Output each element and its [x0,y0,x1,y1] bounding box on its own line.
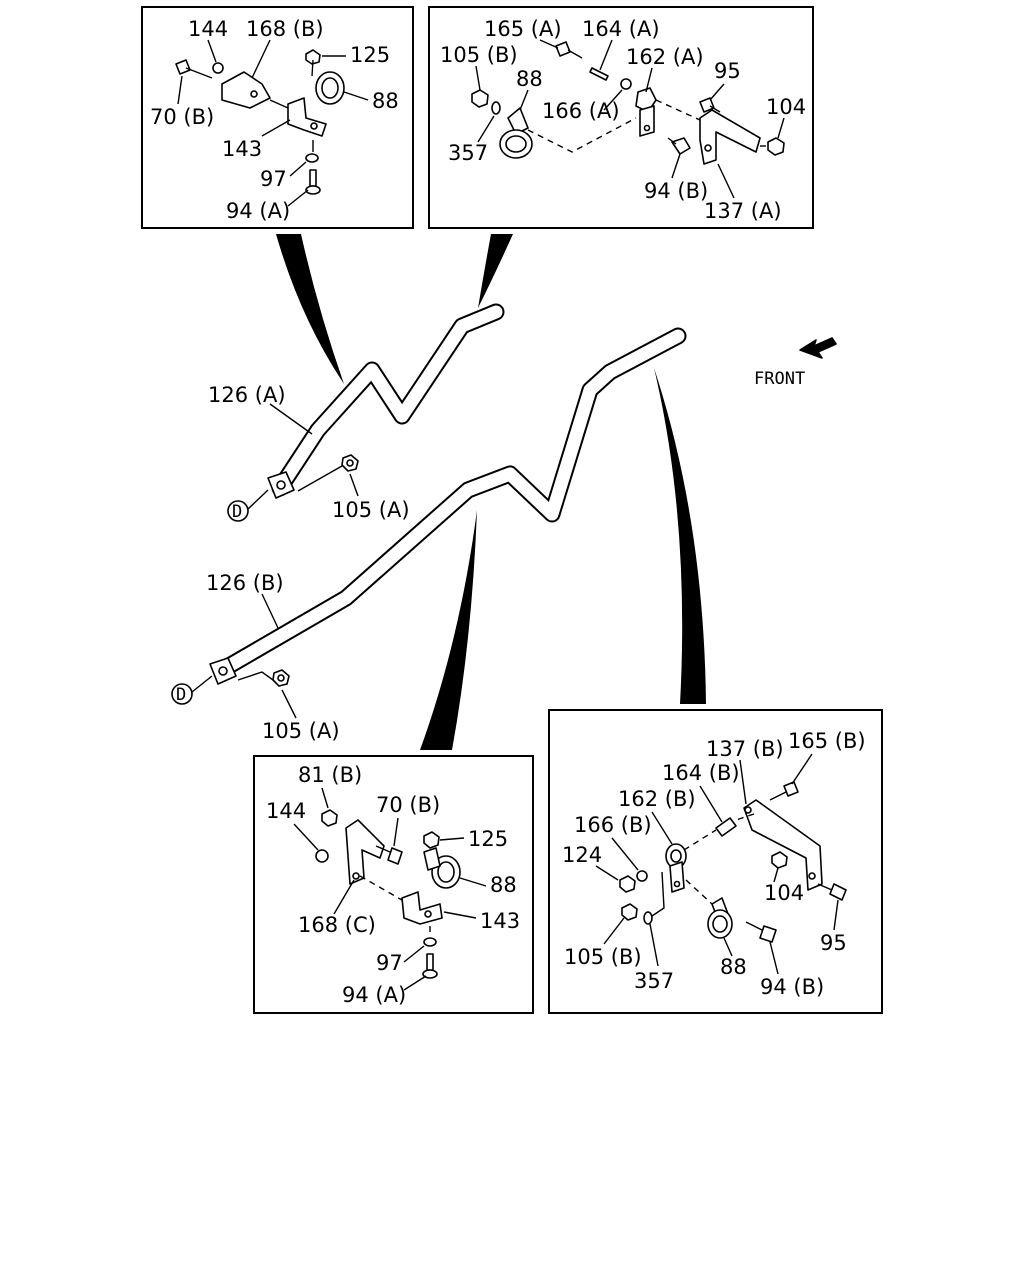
br-label-124: 124 [562,843,602,867]
front-label: FRONT [754,369,805,389]
br-label-88: 88 [720,955,747,979]
nut-104 [767,137,785,156]
br-label-104: 104 [764,881,804,905]
bolt-94b [671,137,691,155]
tr-label-165a: 165 (A) [484,17,562,41]
tl-label-70b: 70 (B) [150,105,214,129]
callout-wedge-bottom-left [420,510,477,750]
tl-label-143: 143 [222,137,262,161]
bolt-165b [783,781,799,797]
marker-d-upper: D [227,489,269,522]
washer-97-lower [423,937,437,947]
bracket-168b [221,71,271,109]
stay-137a [699,109,761,165]
inset-bottom-right [548,709,883,1014]
tl-label-97: 97 [260,167,287,191]
bl-label-81b: 81 (B) [298,763,362,787]
washer-144-lower [315,849,329,863]
plate-162b [669,861,685,893]
label-105a-upper: 105 (A) [332,498,410,522]
br-label-164b: 164 (B) [662,761,740,785]
bolt-94a-lower [426,953,434,971]
pin-164a [589,67,609,81]
inset-top-right-parts [471,41,785,165]
callout-wedge-top-right [478,234,513,308]
br-label-94b: 94 (B) [760,975,824,999]
callout-wedge-bottom-right [654,368,706,704]
washer-166b [636,870,648,882]
clamp-88-upper [507,107,529,135]
bl-label-125: 125 [468,827,508,851]
nut-81b [321,809,338,827]
label-126a: 126 (A) [208,383,286,407]
br-label-137b: 137 (B) [706,737,784,761]
bolt-94a [309,169,317,187]
br-label-95: 95 [820,931,847,955]
front-indicator: FRONT [754,337,837,389]
br-label-105b: 105 (B) [564,945,642,969]
tr-label-88: 88 [516,67,543,91]
washer-97 [305,153,319,163]
tr-label-137a: 137 (A) [704,199,782,223]
tl-label-168b: 168 (B) [246,17,324,41]
nut-125 [305,49,321,65]
tl-label-125: 125 [350,43,390,67]
callout-wedge-top-left [276,234,344,384]
tr-label-164a: 164 (A) [582,17,660,41]
washer-357 [491,101,501,115]
bracket-143-lower [401,891,443,925]
tr-label-162a: 162 (A) [626,45,704,69]
br-label-357: 357 [634,969,674,993]
bolt-165a [555,41,571,57]
tr-label-357: 357 [448,141,488,165]
bl-label-97: 97 [376,951,403,975]
pipe-126a [267,303,505,499]
nut-124 [619,875,636,893]
inset-bottom-left-parts [315,809,461,979]
br-label-165b: 165 (B) [788,729,866,753]
bl-label-88: 88 [490,873,517,897]
inset-top-left [141,6,414,229]
marker-d-lower-text: D [176,685,186,705]
tr-label-104: 104 [766,95,806,119]
marker-d-lower: D [171,675,213,705]
inset-top-left-parts [175,49,345,195]
bl-label-143: 143 [480,909,520,933]
washer-357-lower [643,911,653,925]
tr-label-166a: 166 (A) [542,99,620,123]
pin-164b [715,817,737,837]
front-arrow-icon [799,337,837,359]
br-label-166b: 166 (B) [574,813,652,837]
washer-144 [212,62,224,74]
inset-bottom-left [253,755,534,1014]
bolt-94b-lower [759,925,777,943]
bl-label-168c: 168 (C) [298,913,376,937]
label-126b: 126 (B) [206,571,284,595]
stay-137b [743,799,823,891]
nut-105a-lower [237,669,290,687]
tr-label-105b: 105 (B) [440,43,518,67]
pipe-126b [209,327,687,685]
bolt-70b-lower [387,847,403,865]
nut-105a-upper [297,454,359,492]
nut-104-lower [771,851,788,869]
br-label-162b: 162 (B) [618,787,696,811]
inset-bottom-right-parts [619,781,847,943]
bl-label-94a: 94 (A) [342,983,406,1007]
tl-label-88: 88 [372,89,399,113]
bolt-95-lower [829,883,847,901]
nut-125-lower [423,831,440,849]
tl-label-144: 144 [188,17,228,41]
washer-166a [620,78,632,90]
label-105a-lower: 105 (A) [262,719,340,743]
tr-label-94b: 94 (B) [644,179,708,203]
tr-label-95: 95 [714,59,741,83]
nut-105b-lower [621,903,638,921]
plate-162a [639,105,655,137]
bl-label-144: 144 [266,799,306,823]
tl-label-94a: 94 (A) [226,199,290,223]
marker-d-upper-text: D [232,502,242,522]
bl-label-70b: 70 (B) [376,793,440,817]
